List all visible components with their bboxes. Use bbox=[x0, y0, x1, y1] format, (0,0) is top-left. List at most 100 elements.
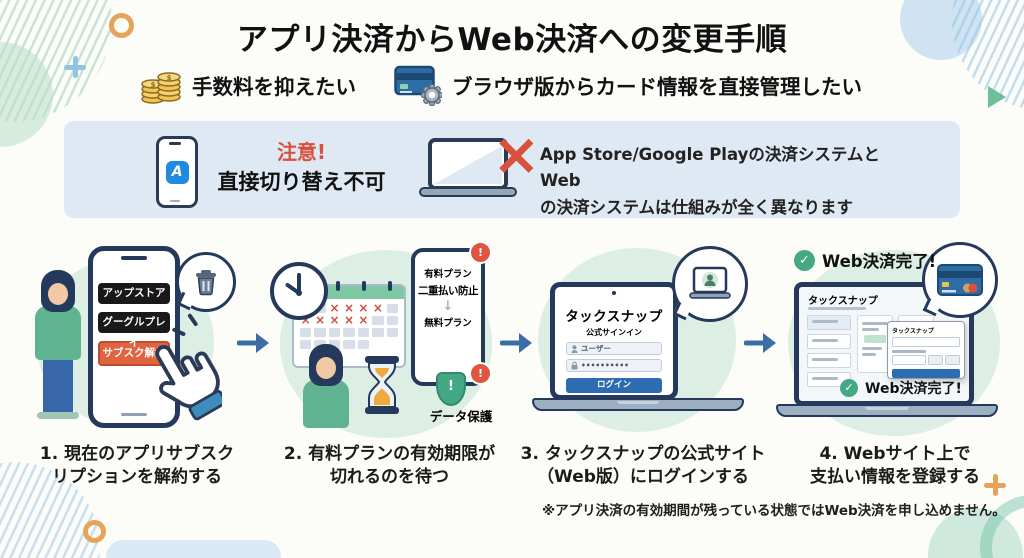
step4-illustration: ✓ Web決済完了! タックスナップ タックスナップ bbox=[768, 238, 1020, 443]
sidebar-row bbox=[807, 315, 851, 330]
speech-bubble-card bbox=[922, 242, 998, 318]
person-head bbox=[309, 344, 343, 386]
complete-label: Web決済完了! bbox=[865, 381, 962, 397]
benefit-card-label: ブラウザ版からカード情報を直接管理したい bbox=[452, 75, 862, 99]
alert-badge-icon: ! bbox=[469, 362, 492, 385]
placeholder-bar bbox=[892, 350, 926, 353]
app-store-list-button: アップストア bbox=[98, 283, 170, 304]
notice-description: App Store/Google Playの決済システムとWeb の決済システム… bbox=[540, 142, 920, 221]
trash-icon bbox=[196, 269, 216, 295]
app-store-icon: A bbox=[165, 160, 189, 184]
sidebar-row bbox=[807, 334, 851, 349]
page-title: アプリ決済からWeb決済への変更手順 bbox=[236, 22, 788, 58]
decoration-plus-blue bbox=[64, 56, 86, 78]
web-payment-complete-badge: ✓ Web決済完了! bbox=[794, 248, 936, 272]
calendar-x-mark: × bbox=[329, 313, 340, 327]
mini-field bbox=[928, 354, 943, 365]
double-payment-label: 二重払い防止 bbox=[418, 285, 479, 297]
decoration-triangle-green bbox=[988, 86, 1006, 108]
cross-icon: × bbox=[492, 120, 541, 188]
calendar-x-mark: × bbox=[358, 313, 369, 327]
hand-cursor-icon bbox=[155, 345, 222, 421]
complete-label: Web決済完了! bbox=[822, 252, 937, 271]
step2-caption: 2. 有料プランの有効期限が 切れるのを待つ bbox=[262, 443, 517, 490]
step2-caption-line2: 切れるのを待つ bbox=[330, 467, 449, 488]
notice-box: A 注意! 直接切り替え不可 × App Store/Google Playの決… bbox=[64, 121, 960, 218]
laptop-screen: タックスナップ 公式サインイン ユーザー •••••••••• ログイン bbox=[550, 282, 678, 400]
home-bar bbox=[121, 413, 147, 416]
card-input bbox=[892, 354, 926, 365]
check-icon: ✓ bbox=[794, 249, 815, 271]
google-play-list-button: グーグルプレイ bbox=[98, 312, 170, 349]
decoration-pill-bottom bbox=[106, 540, 281, 558]
clock-icon bbox=[270, 262, 328, 320]
step4-caption: 4. Webサイト上で 支払い情報を登録する bbox=[770, 443, 1020, 490]
submit-button bbox=[892, 368, 960, 378]
step2-illustration: ×××× ××××× 有料プラン 二重払い防止 ↓ 無料プラン ! ! ! デ bbox=[268, 238, 516, 443]
smartphone-screen: アップストア グーグルプレイ サブスク解約 bbox=[88, 246, 180, 428]
calendar-x-mark: × bbox=[329, 301, 340, 315]
signin-label: 公式サインイン bbox=[586, 328, 642, 337]
paid-plan-label: 有料プラン bbox=[424, 269, 472, 280]
user-icon bbox=[571, 344, 578, 353]
modal-title: タックスナップ bbox=[892, 328, 934, 335]
step1-caption: 1. 現在のアプリサブスク リプションを解約する bbox=[22, 443, 252, 490]
step3-caption-line2: （Web版）にログインする bbox=[537, 467, 749, 488]
data-protection-label: データ保護 bbox=[429, 409, 493, 424]
free-plan-label: 無料プラン bbox=[424, 318, 472, 329]
web-payment-complete-badge: ✓ Web決済完了! bbox=[840, 378, 962, 398]
warning-block: 注意! 直接切り替え不可 bbox=[204, 136, 399, 196]
screen-title: タックスナップ bbox=[808, 296, 878, 307]
person-head bbox=[41, 270, 75, 312]
calendar-x-mark: × bbox=[315, 313, 326, 327]
placeholder-bar bbox=[808, 307, 866, 310]
calendar-x-mark: × bbox=[343, 313, 355, 327]
shield-icon: ! bbox=[436, 372, 466, 406]
step3-caption: 3. タックスナップの公式サイト （Web版）にログインする bbox=[512, 443, 774, 490]
password-value: •••••••••• bbox=[581, 361, 629, 370]
calendar-x-mark: × bbox=[358, 301, 369, 315]
credit-card-gear-icon bbox=[394, 65, 442, 106]
notice-description-line2: の決済システムは仕組みが全く異なります bbox=[540, 197, 854, 217]
calendar-x-mark: × bbox=[372, 301, 383, 315]
check-icon: ✓ bbox=[840, 379, 858, 397]
footnote: ※アプリ決済の有効期間が残っている状態ではWeb決済を申し込めません。 bbox=[542, 503, 1006, 519]
coins-icon: $ $ bbox=[141, 72, 181, 104]
benefit-card: ブラウザ版からカード情報を直接管理したい bbox=[394, 64, 862, 106]
step1-caption-line1: 1. 現在のアプリサブスク bbox=[39, 444, 235, 464]
card-input bbox=[892, 337, 960, 347]
arrow-right-icon bbox=[744, 333, 776, 353]
smartphone-screen: 有料プラン 二重払い防止 ↓ 無料プラン ! ! bbox=[411, 241, 492, 386]
step3-illustration: タックスナップ 公式サインイン ユーザー •••••••••• ログイン bbox=[528, 246, 748, 441]
benefit-fee-label: 手数料を抑えたい bbox=[192, 75, 356, 99]
person-illustration bbox=[30, 270, 86, 419]
step1-caption-line2: リプションを解約する bbox=[52, 467, 222, 488]
sidebar-row bbox=[807, 353, 851, 368]
benefit-fee: $ $ 手数料を抑えたい bbox=[140, 66, 356, 104]
calendar-x-mark: × bbox=[300, 313, 311, 327]
lock-icon bbox=[571, 361, 578, 370]
alert-badge-icon: ! bbox=[469, 241, 492, 264]
notice-description-line1: App Store/Google Playの決済システムとWeb bbox=[540, 145, 880, 191]
login-button: ログイン bbox=[566, 378, 662, 393]
laptop-screen: タックスナップ タックスナップ bbox=[794, 282, 974, 406]
dollar-glyph: $ bbox=[151, 81, 156, 89]
username-field: ユーザー bbox=[566, 342, 662, 355]
password-field: •••••••••• bbox=[566, 359, 662, 372]
person-illustration bbox=[298, 344, 354, 428]
decoration-ring-bottom-left bbox=[83, 520, 106, 543]
step4-caption-line1: 4. Webサイト上で bbox=[819, 444, 971, 464]
mini-field bbox=[945, 354, 960, 365]
step4-caption-line2: 支払い情報を登録する bbox=[810, 467, 980, 488]
speech-bubble-trash bbox=[176, 252, 236, 312]
laptop-avatar-icon bbox=[689, 266, 731, 299]
arrow-down-icon: ↓ bbox=[442, 299, 454, 314]
calendar-x-mark: × bbox=[343, 301, 355, 315]
service-name: タックスナップ bbox=[565, 309, 663, 325]
step2-caption-line1: 2. 有料プランの有効期限が bbox=[283, 444, 496, 464]
speech-bubble-web bbox=[672, 246, 748, 322]
username-value: ユーザー bbox=[581, 344, 611, 353]
step3-caption-line1: 3. タックスナップの公式サイト bbox=[520, 444, 766, 464]
dollar-glyph: $ bbox=[167, 74, 172, 82]
